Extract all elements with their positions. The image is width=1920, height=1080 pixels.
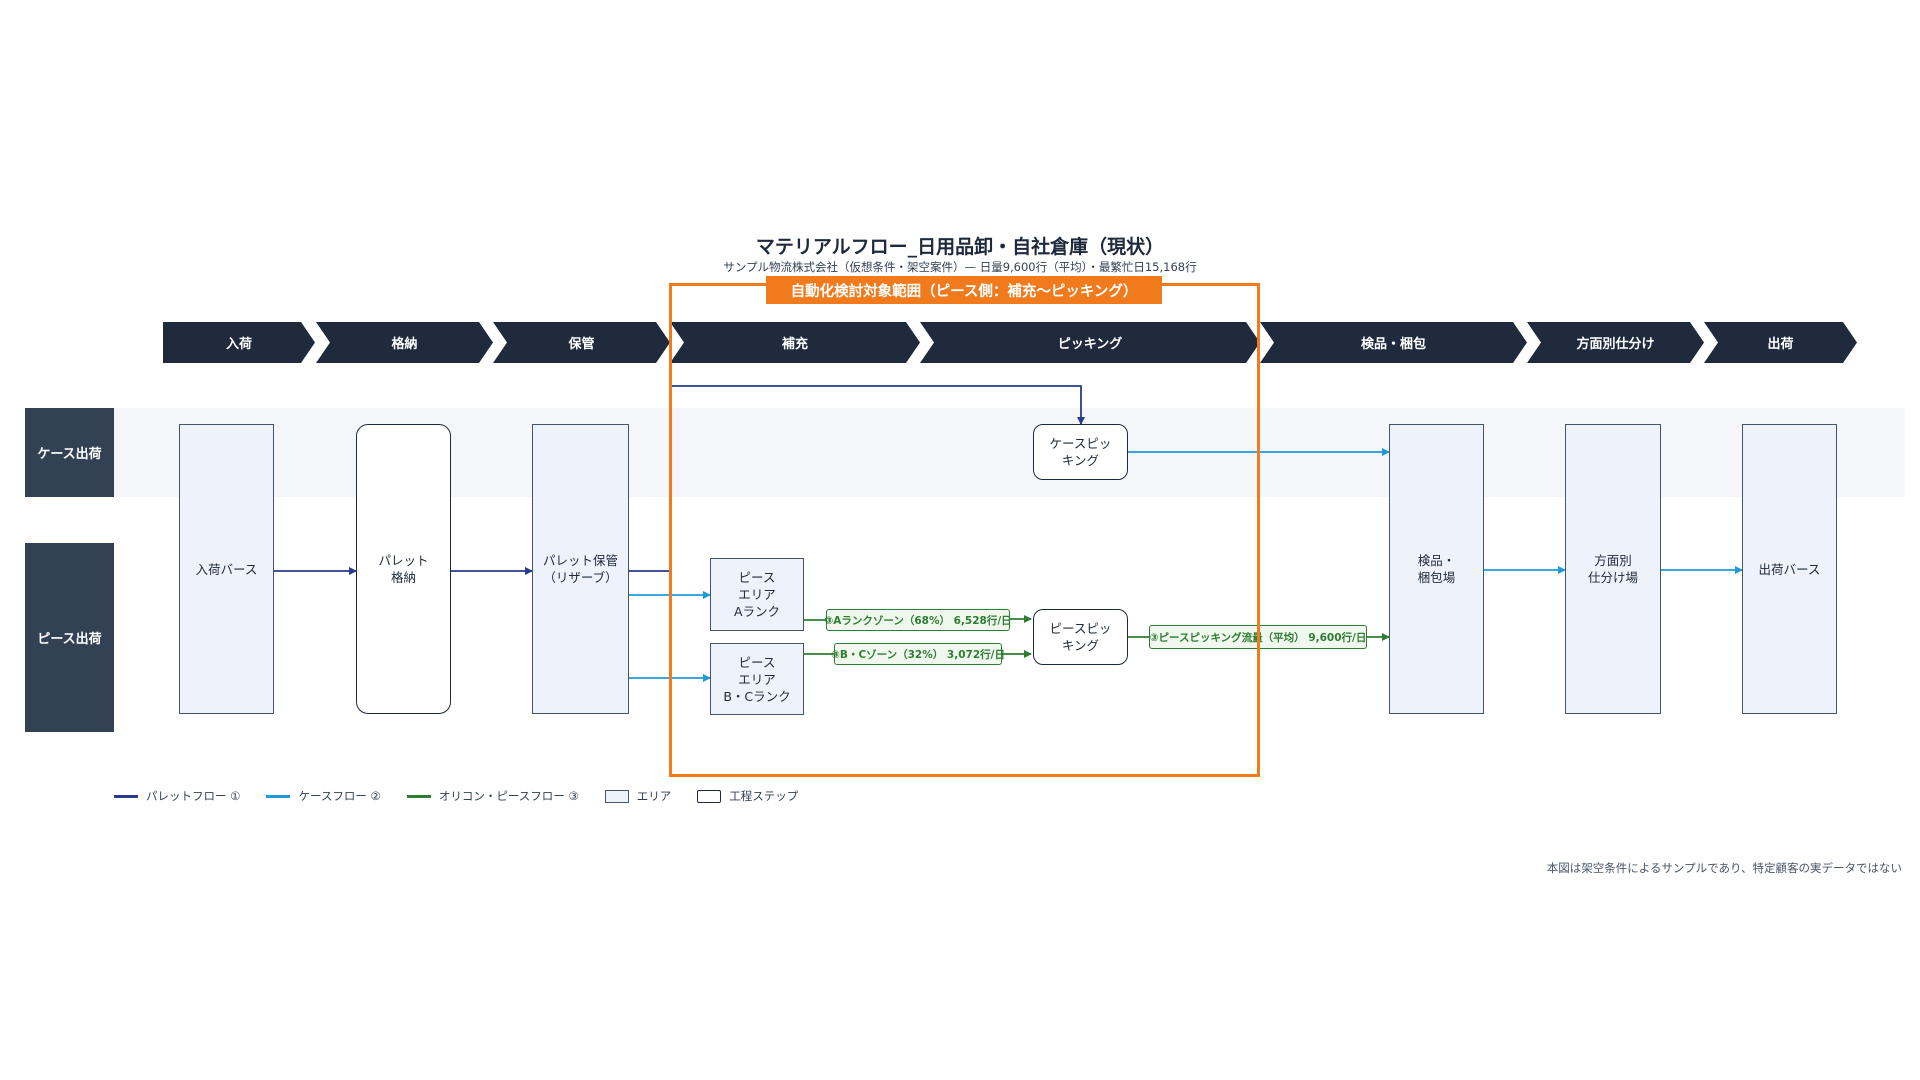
node-shipping-berth: 出荷バース (1742, 424, 1837, 714)
legend-case-line-swatch (266, 794, 291, 798)
phase-sorting: 方面別仕分け (1527, 322, 1704, 363)
legend-area-label: エリア (636, 789, 672, 803)
node-piece-picking: ピースピッ キング (1033, 609, 1128, 665)
legend-pallet-line-swatch (114, 794, 138, 798)
node-case-picking: ケースピッ キング (1033, 424, 1128, 480)
node-sorting-area: 方面別 仕分け場 (1565, 424, 1661, 714)
phase-replenishment: 補充 (670, 322, 920, 363)
legend-step-swatch (697, 789, 722, 803)
node-pallet-storage: パレット保管 （リザーブ） (532, 424, 629, 714)
legend-piece-flow: オリコン・ピースフロー ③ (406, 788, 579, 804)
node-piece-area-a: ピース エリア Aランク (710, 558, 804, 631)
diagram-subtitle: サンプル物流株式会社（仮想条件・架空案件）— 日量9,600行（平均）・最繁忙日… (723, 260, 1197, 274)
flow-label-a-zone: ③Aランクゾーン（68%） 6,528行/日 (824, 609, 1012, 631)
node-receiving-berth: 入荷バース (179, 424, 274, 714)
legend: パレットフロー ① ケースフロー ② オリコン・ピースフロー ③ エリア 工程ス… (114, 787, 824, 805)
lane-case-shipping: ケース出荷 (25, 408, 114, 497)
legend-case-flow: ケースフロー ② (266, 788, 381, 804)
node-piece-area-bc: ピース エリア B・Cランク (710, 643, 804, 715)
legend-area-swatch (604, 789, 629, 803)
automation-scope-label: 自動化検討対象範囲（ピース側：補充〜ピッキング） (766, 276, 1162, 304)
legend-area: エリア (604, 788, 672, 804)
diagram-title: マテリアルフロー_日用品卸・自社倉庫（現状） (755, 236, 1165, 258)
phase-putaway: 格納 (316, 322, 493, 363)
node-inspection-packing: 検品・ 梱包場 (1389, 424, 1484, 714)
phase-inspection-packing: 検品・梱包 (1260, 322, 1527, 363)
legend-piece-flow-label: オリコン・ピースフロー ③ (438, 789, 579, 803)
phase-shipping: 出荷 (1704, 322, 1857, 363)
automation-scope-box (669, 283, 1260, 777)
legend-step-label: 工程ステップ (729, 789, 799, 803)
footnote: 本図は架空条件によるサンプルであり、特定顧客の実データではない (1546, 861, 1902, 875)
flow-label-bc-zone: ③B・Cゾーン（32%） 3,072行/日 (831, 643, 1005, 665)
legend-piece-line-swatch (406, 794, 431, 798)
phase-storage: 保管 (493, 322, 670, 363)
legend-step: 工程ステップ (697, 788, 798, 804)
legend-pallet-flow-label: パレットフロー ① (146, 789, 241, 803)
legend-case-flow-label: ケースフロー ② (298, 789, 381, 803)
lane-piece-shipping: ピース出荷 (25, 543, 114, 732)
node-pallet-putaway: パレット 格納 (356, 424, 451, 714)
legend-pallet-flow: パレットフロー ① (114, 788, 240, 804)
phase-receiving: 入荷 (163, 322, 315, 363)
phase-picking: ピッキング (920, 322, 1260, 363)
